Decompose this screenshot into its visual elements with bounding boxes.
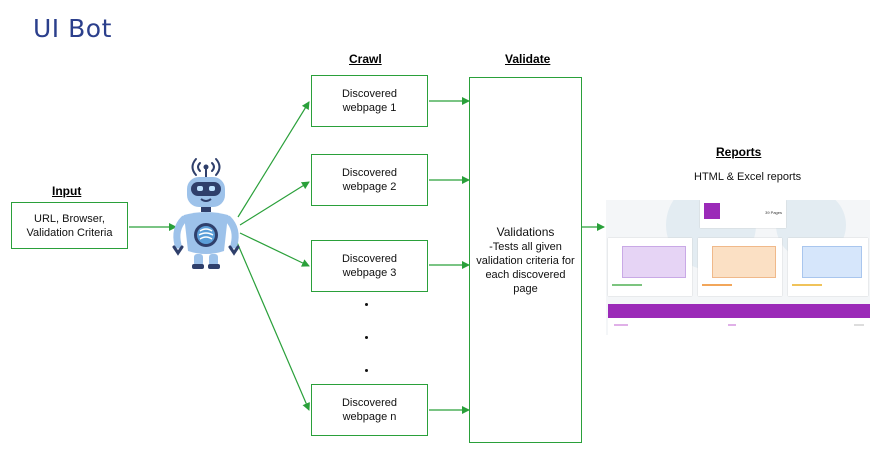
validation-title: Validations bbox=[496, 224, 555, 239]
page-box-1: Discovered webpage 1 bbox=[311, 75, 428, 127]
validation-line-3: each discovered bbox=[485, 268, 566, 281]
report-summary-card: 39 Pages bbox=[700, 200, 786, 228]
page-2-line-1: Discovered bbox=[341, 167, 398, 179]
report-preview: 39 Pages bbox=[606, 200, 870, 335]
input-box: URL, Browser, Validation Criteria bbox=[11, 202, 128, 249]
report-chart-card bbox=[608, 238, 692, 296]
page-1-line-1: Discovered bbox=[341, 88, 398, 100]
page-box-2: Discovered webpage 2 bbox=[311, 154, 428, 206]
page-1-line-2: webpage 1 bbox=[342, 102, 397, 114]
reports-heading: Reports bbox=[716, 145, 762, 159]
report-chart-card bbox=[698, 238, 782, 296]
ellipsis-dot bbox=[365, 369, 368, 372]
crawl-heading: Crawl bbox=[349, 52, 382, 66]
robot-icon bbox=[172, 158, 240, 269]
ellipsis-dot bbox=[365, 336, 368, 339]
input-line-2: Validation Criteria bbox=[26, 226, 113, 239]
page-n-line-1: Discovered bbox=[341, 397, 398, 409]
report-chart-card bbox=[788, 238, 868, 296]
ellipsis-dot bbox=[365, 303, 368, 306]
report-pages-label: 39 Pages bbox=[765, 210, 782, 215]
page-box-n: Discovered webpage n bbox=[311, 384, 428, 436]
validation-line-4: page bbox=[513, 282, 538, 295]
validate-heading: Validate bbox=[505, 52, 551, 66]
page-3-line-1: Discovered bbox=[341, 253, 398, 265]
page-n-line-2: webpage n bbox=[342, 411, 397, 423]
report-table bbox=[608, 318, 870, 335]
validation-line-2: validation criteria for bbox=[476, 254, 575, 267]
page-2-line-2: webpage 2 bbox=[342, 181, 397, 193]
input-line-1: URL, Browser, bbox=[34, 212, 105, 225]
page-title: UI Bot bbox=[33, 14, 112, 43]
reports-subtitle: HTML & Excel reports bbox=[694, 171, 802, 183]
arrow-bot-to-page3 bbox=[239, 232, 310, 267]
input-heading: Input bbox=[52, 184, 82, 198]
page-box-3: Discovered webpage 3 bbox=[311, 240, 428, 292]
validation-box: Validations -Tests all given validation … bbox=[469, 77, 582, 443]
page-3-line-2: webpage 3 bbox=[342, 267, 397, 279]
arrow-bot-to-pagen bbox=[235, 239, 310, 411]
validation-line-1: -Tests all given bbox=[489, 240, 562, 253]
report-tab-bar bbox=[608, 304, 870, 318]
arrow-bot-to-page2 bbox=[239, 181, 310, 226]
arrow-bot-to-page1 bbox=[237, 101, 310, 218]
